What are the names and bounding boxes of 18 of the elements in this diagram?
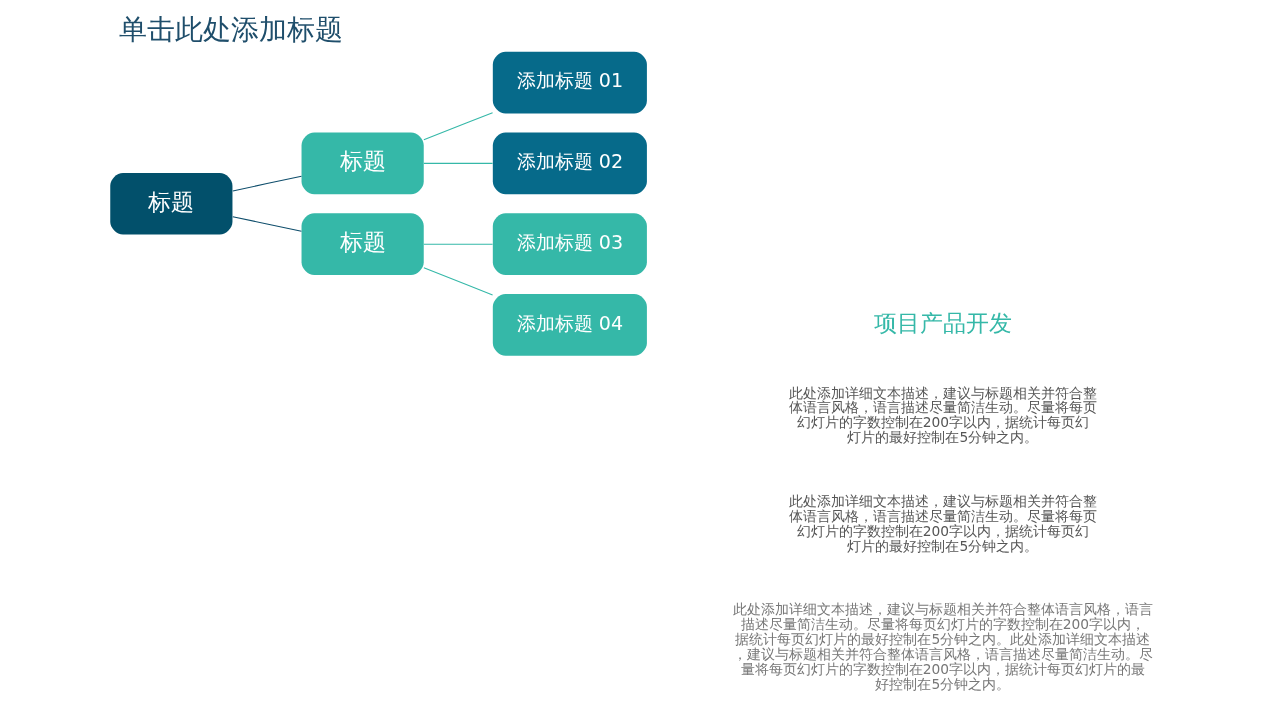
node-box: 添加标题 02 [492, 132, 647, 195]
label: 此处添加详细文本描述，建议与标题相关并符合整体语言风格，语言描述尽量简洁生动。尽量将每页幻灯片的字数控制在200字以内，据统计每页幻灯片的最好控制在5分钟之内。 [788, 384, 1097, 446]
connector [423, 267, 494, 296]
label: 项目产品开发 [873, 308, 1012, 337]
label: 此处添加详细文本描述，建议与标题相关并符合整体语言风格，语言描述尽量简洁生动。尽量将每页幻灯片的字数控制在200字以内，据统计每页幻灯片的最好控制在5分钟之内。此处添加详细文本描述，建议与标题相关并符合整体语言风格，语言描述尽量简洁生动。尽量将每页幻灯片的字数控制在200字以内，据统计每页幻灯片的最好控制在5分钟之内。 [732, 601, 1153, 692]
connector [423, 112, 494, 141]
diagram-title: 单击此处添加标题 [118, 12, 343, 46]
label: 此处添加详细文本描述，建议与标题相关并符合整体语言风格，语言描述尽量简洁生动。尽量将每页幻灯片的字数控制在200字以内，据统计每页幻灯片的最好控制在5分钟之内。 [788, 493, 1097, 554]
connector [232, 175, 302, 192]
node-box: 添加标题 04 [492, 294, 647, 356]
node-box: 添加标题 01 [492, 51, 647, 114]
node-box: 标题 [301, 132, 424, 195]
connector [232, 216, 302, 232]
node-box: 标题 [301, 213, 424, 275]
connector [423, 243, 494, 245]
node-box: 添加标题 03 [492, 213, 647, 275]
connector [423, 162, 494, 164]
node-box: 标题 [110, 172, 233, 235]
